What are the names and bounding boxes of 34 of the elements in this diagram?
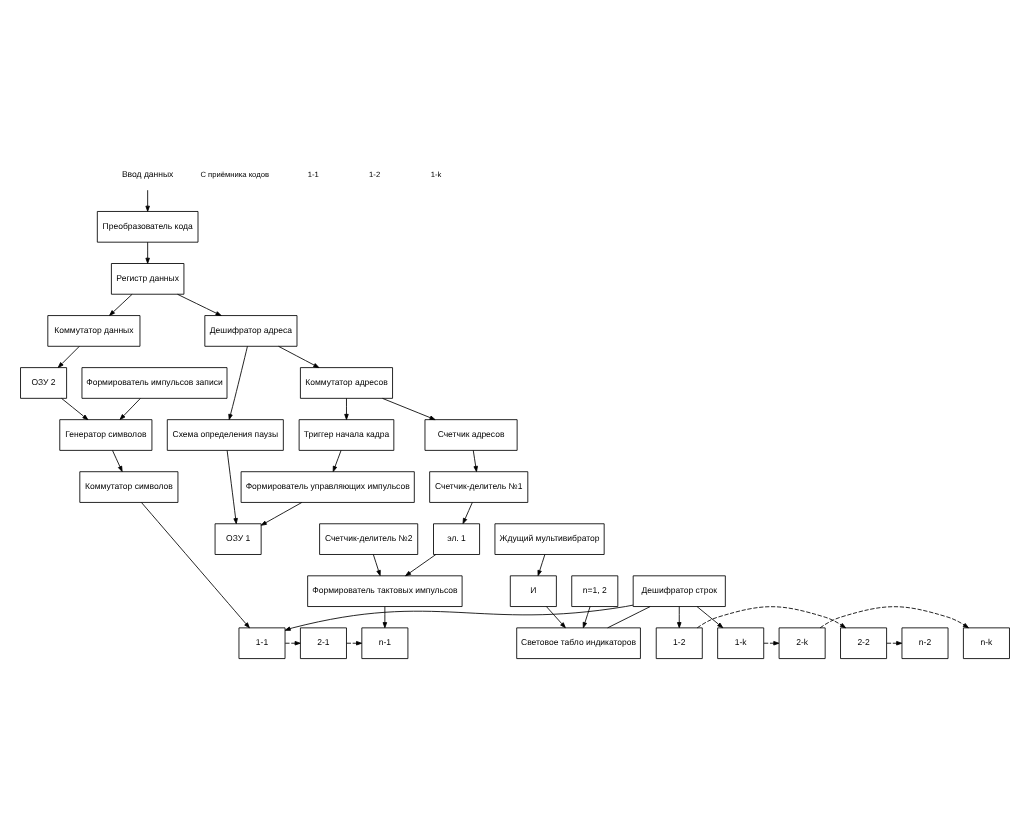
arrow bbox=[696, 605, 724, 628]
arrow bbox=[145, 188, 150, 211]
arrow bbox=[763, 640, 780, 645]
arrow bbox=[886, 640, 903, 645]
arrow bbox=[372, 553, 381, 576]
arrow bbox=[405, 553, 437, 576]
arrow bbox=[284, 640, 301, 645]
arrow bbox=[57, 344, 80, 367]
arrow bbox=[109, 292, 133, 315]
arrow bbox=[226, 449, 238, 524]
arrow bbox=[546, 605, 566, 628]
arrow bbox=[112, 449, 123, 471]
arrow bbox=[145, 240, 150, 263]
arrow bbox=[284, 603, 634, 630]
arrow bbox=[228, 344, 248, 419]
arrow bbox=[696, 605, 846, 628]
arrow bbox=[382, 396, 436, 420]
arrow bbox=[819, 605, 969, 628]
arrow bbox=[462, 501, 473, 523]
arrow bbox=[346, 640, 363, 645]
arrow bbox=[382, 605, 388, 628]
arrow bbox=[582, 605, 591, 628]
connector bbox=[607, 605, 651, 628]
arrow bbox=[61, 396, 89, 420]
arrow bbox=[141, 501, 250, 628]
arrow bbox=[260, 501, 303, 525]
arrow bbox=[332, 449, 342, 471]
arrow bbox=[177, 292, 222, 315]
arrow bbox=[677, 605, 682, 628]
arrow bbox=[537, 553, 546, 576]
arrow bbox=[119, 396, 141, 419]
arrow bbox=[472, 449, 478, 471]
arrow bbox=[278, 344, 320, 367]
arrow bbox=[344, 396, 349, 419]
